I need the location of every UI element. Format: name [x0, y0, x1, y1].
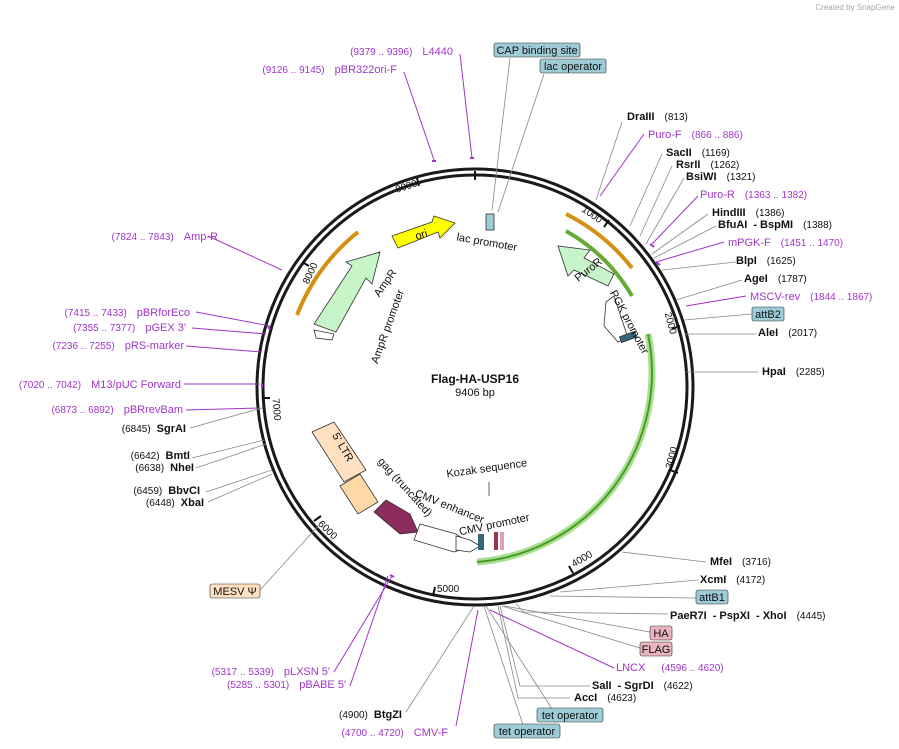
primer-pbabe-5: (5285 .. 5301)pBABE 5' — [227, 679, 346, 691]
enzyme-blpi: BlpI(1625) — [736, 255, 796, 267]
tet-operator-box-1: tet operator — [536, 707, 604, 723]
pgk-mark — [618, 330, 638, 344]
plasmid-name: Flag-HA-USP16 — [431, 372, 519, 386]
primer-mpgk-f: mPGK-F(1451 .. 1470) — [728, 237, 843, 249]
cmv-mark-2 — [494, 532, 498, 550]
mesv-psi-box: MESV Ψ — [209, 583, 261, 599]
flag-box: FLAG — [639, 641, 673, 657]
box-leaders — [259, 57, 753, 729]
ltr-box — [311, 421, 367, 483]
enzyme-hindiii: HindIII(1386) — [712, 207, 785, 219]
enzyme-bbvci: (6459)BbvCI — [133, 485, 200, 497]
enzyme-sgrai: (6845)SgrAI — [122, 423, 186, 435]
ampr-promoter-arrow — [313, 329, 335, 341]
kozak-label: Kozak sequence — [446, 457, 528, 480]
snapgene-credit: Created by SnapGene — [815, 3, 895, 12]
primer-pbr322ori-f: (9126 .. 9145)pBR322ori-F — [262, 64, 397, 76]
enzyme-mfei: MfeI(3716) — [710, 556, 771, 568]
tick-4000: 4000 — [570, 549, 595, 570]
primer-prs-marker: (7236 .. 7255)pRS-marker — [52, 340, 184, 352]
enzyme-sacii: SacII(1169) — [666, 147, 730, 159]
ori-arrow — [391, 215, 456, 249]
enzyme-hpai: HpaI(2285) — [762, 366, 825, 378]
svg-text:tet operator: tet operator — [542, 710, 599, 722]
enzyme-agei: AgeI(1787) — [744, 273, 807, 285]
enzyme-leaders — [189, 121, 758, 713]
enzyme-labels: DraIII(813) SacII(1169) RsrII(1262) BsiW… — [574, 111, 832, 704]
plasmid-length: 9406 bp — [455, 387, 495, 399]
enzyme-sali: SalI- SgrDI(4622) — [592, 680, 693, 692]
tick-5000: 5000 — [437, 584, 460, 595]
tet-operator-box-2: tet operator — [493, 723, 561, 739]
enzyme-acci: AccI(4623) — [574, 692, 636, 704]
primer-puro-r: Puro-R(1363 .. 1382) — [700, 189, 807, 201]
puror-arrow — [557, 245, 615, 287]
enzyme-nhei: (6638)NheI — [135, 462, 194, 474]
primer-leaders — [184, 53, 747, 727]
enzyme-labels-left: (4900)BtgZI (6448)XbaI (6459)BbvCI (6638… — [122, 423, 402, 721]
primer-labels-right: Puro-F(866 .. 886) Puro-R(1363 .. 1382) … — [616, 129, 872, 674]
svg-text:HA: HA — [653, 628, 669, 640]
tick-7000: 7000 — [269, 398, 282, 422]
primer-lncx: LNCX(4596 .. 4620) — [616, 662, 724, 674]
enzyme-xcmi: XcmI(4172) — [700, 574, 765, 586]
tick-9000: 9000 — [394, 178, 419, 195]
cmv-mark-1 — [478, 534, 484, 550]
primer-m13-puc-forward: (7020 .. 7042)M13/pUC Forward — [19, 379, 181, 391]
ori-label: ori — [414, 228, 429, 243]
primer-puro-f: Puro-F(866 .. 886) — [648, 129, 743, 141]
primer-pgex-3: (7355 .. 7377)pGEX 3' — [73, 322, 186, 334]
primer-mscv-rev: MSCV-rev(1844 .. 1867) — [750, 291, 872, 303]
primer-cmv-f: (4700 .. 4720)CMV-F — [342, 727, 449, 739]
cmv-promoter-arrow — [373, 499, 419, 535]
primer-pbrrevbam: (6873 .. 6892)pBRrevBam — [51, 404, 183, 416]
lac-operator-box: lac operator — [539, 58, 607, 74]
enzyme-alei: AleI(2017) — [758, 327, 817, 339]
primer-binding-arcs — [295, 212, 656, 566]
cmv-mark-3 — [500, 532, 504, 550]
enzyme-paer7i: PaeR7I- PspXI- XhoI(4445) — [670, 610, 825, 622]
enzyme-btgzi: (4900)BtgZI — [339, 709, 402, 721]
enzyme-bmti: (6642)BmtI — [131, 450, 190, 462]
primer-labels-left: (9379 .. 9396)L4440 (9126 .. 9145)pBR322… — [19, 46, 453, 739]
cap-binding-site-box: CAP binding site — [493, 42, 581, 58]
enzyme-bfuai: BfuAI- BspMI(1388) — [718, 219, 832, 231]
primer-pbrforeco: (7415 .. 7433)pBRforEco — [65, 307, 190, 319]
gag-box — [339, 473, 379, 515]
primer-plxsn-5: (5317 .. 5339)pLXSN 5' — [212, 666, 330, 678]
ampr-arrow — [313, 251, 381, 333]
ha-box: HA — [649, 625, 673, 641]
enzyme-rsrii: RsrII(1262) — [676, 159, 739, 171]
attb1-box: attB1 — [695, 589, 729, 605]
lac-promoter-mark — [485, 213, 495, 231]
attb2-box: attB2 — [751, 306, 785, 322]
ampr-promoter-label: AmpR promoter — [369, 288, 407, 365]
features — [311, 213, 638, 553]
svg-text:attB1: attB1 — [699, 592, 725, 604]
enzyme-draiii: DraIII(813) — [627, 111, 688, 123]
enzyme-xbai: (6448)XbaI — [146, 497, 204, 509]
svg-text:FLAG: FLAG — [642, 644, 671, 656]
svg-text:CAP binding site: CAP binding site — [496, 45, 577, 57]
box-features: CAP binding site lac operator attB2 attB… — [209, 42, 785, 739]
lac-promoter-label: lac promoter — [456, 232, 519, 254]
primer-l4440: (9379 .. 9396)L4440 — [350, 46, 453, 58]
svg-text:tet operator: tet operator — [499, 726, 556, 738]
enzyme-bsiwi: BsiWI(1321) — [686, 171, 755, 183]
primer-amp-r: (7824 .. 7843)Amp-R — [112, 231, 219, 243]
svg-text:attB2: attB2 — [755, 309, 781, 321]
pgk-promoter-arrow — [603, 295, 629, 343]
primer-ticks — [261, 157, 661, 578]
svg-text:lac operator: lac operator — [544, 61, 602, 73]
svg-text:MESV Ψ: MESV Ψ — [213, 586, 256, 598]
cmv-small-arrow — [455, 535, 481, 553]
tick-marks — [262, 171, 681, 597]
